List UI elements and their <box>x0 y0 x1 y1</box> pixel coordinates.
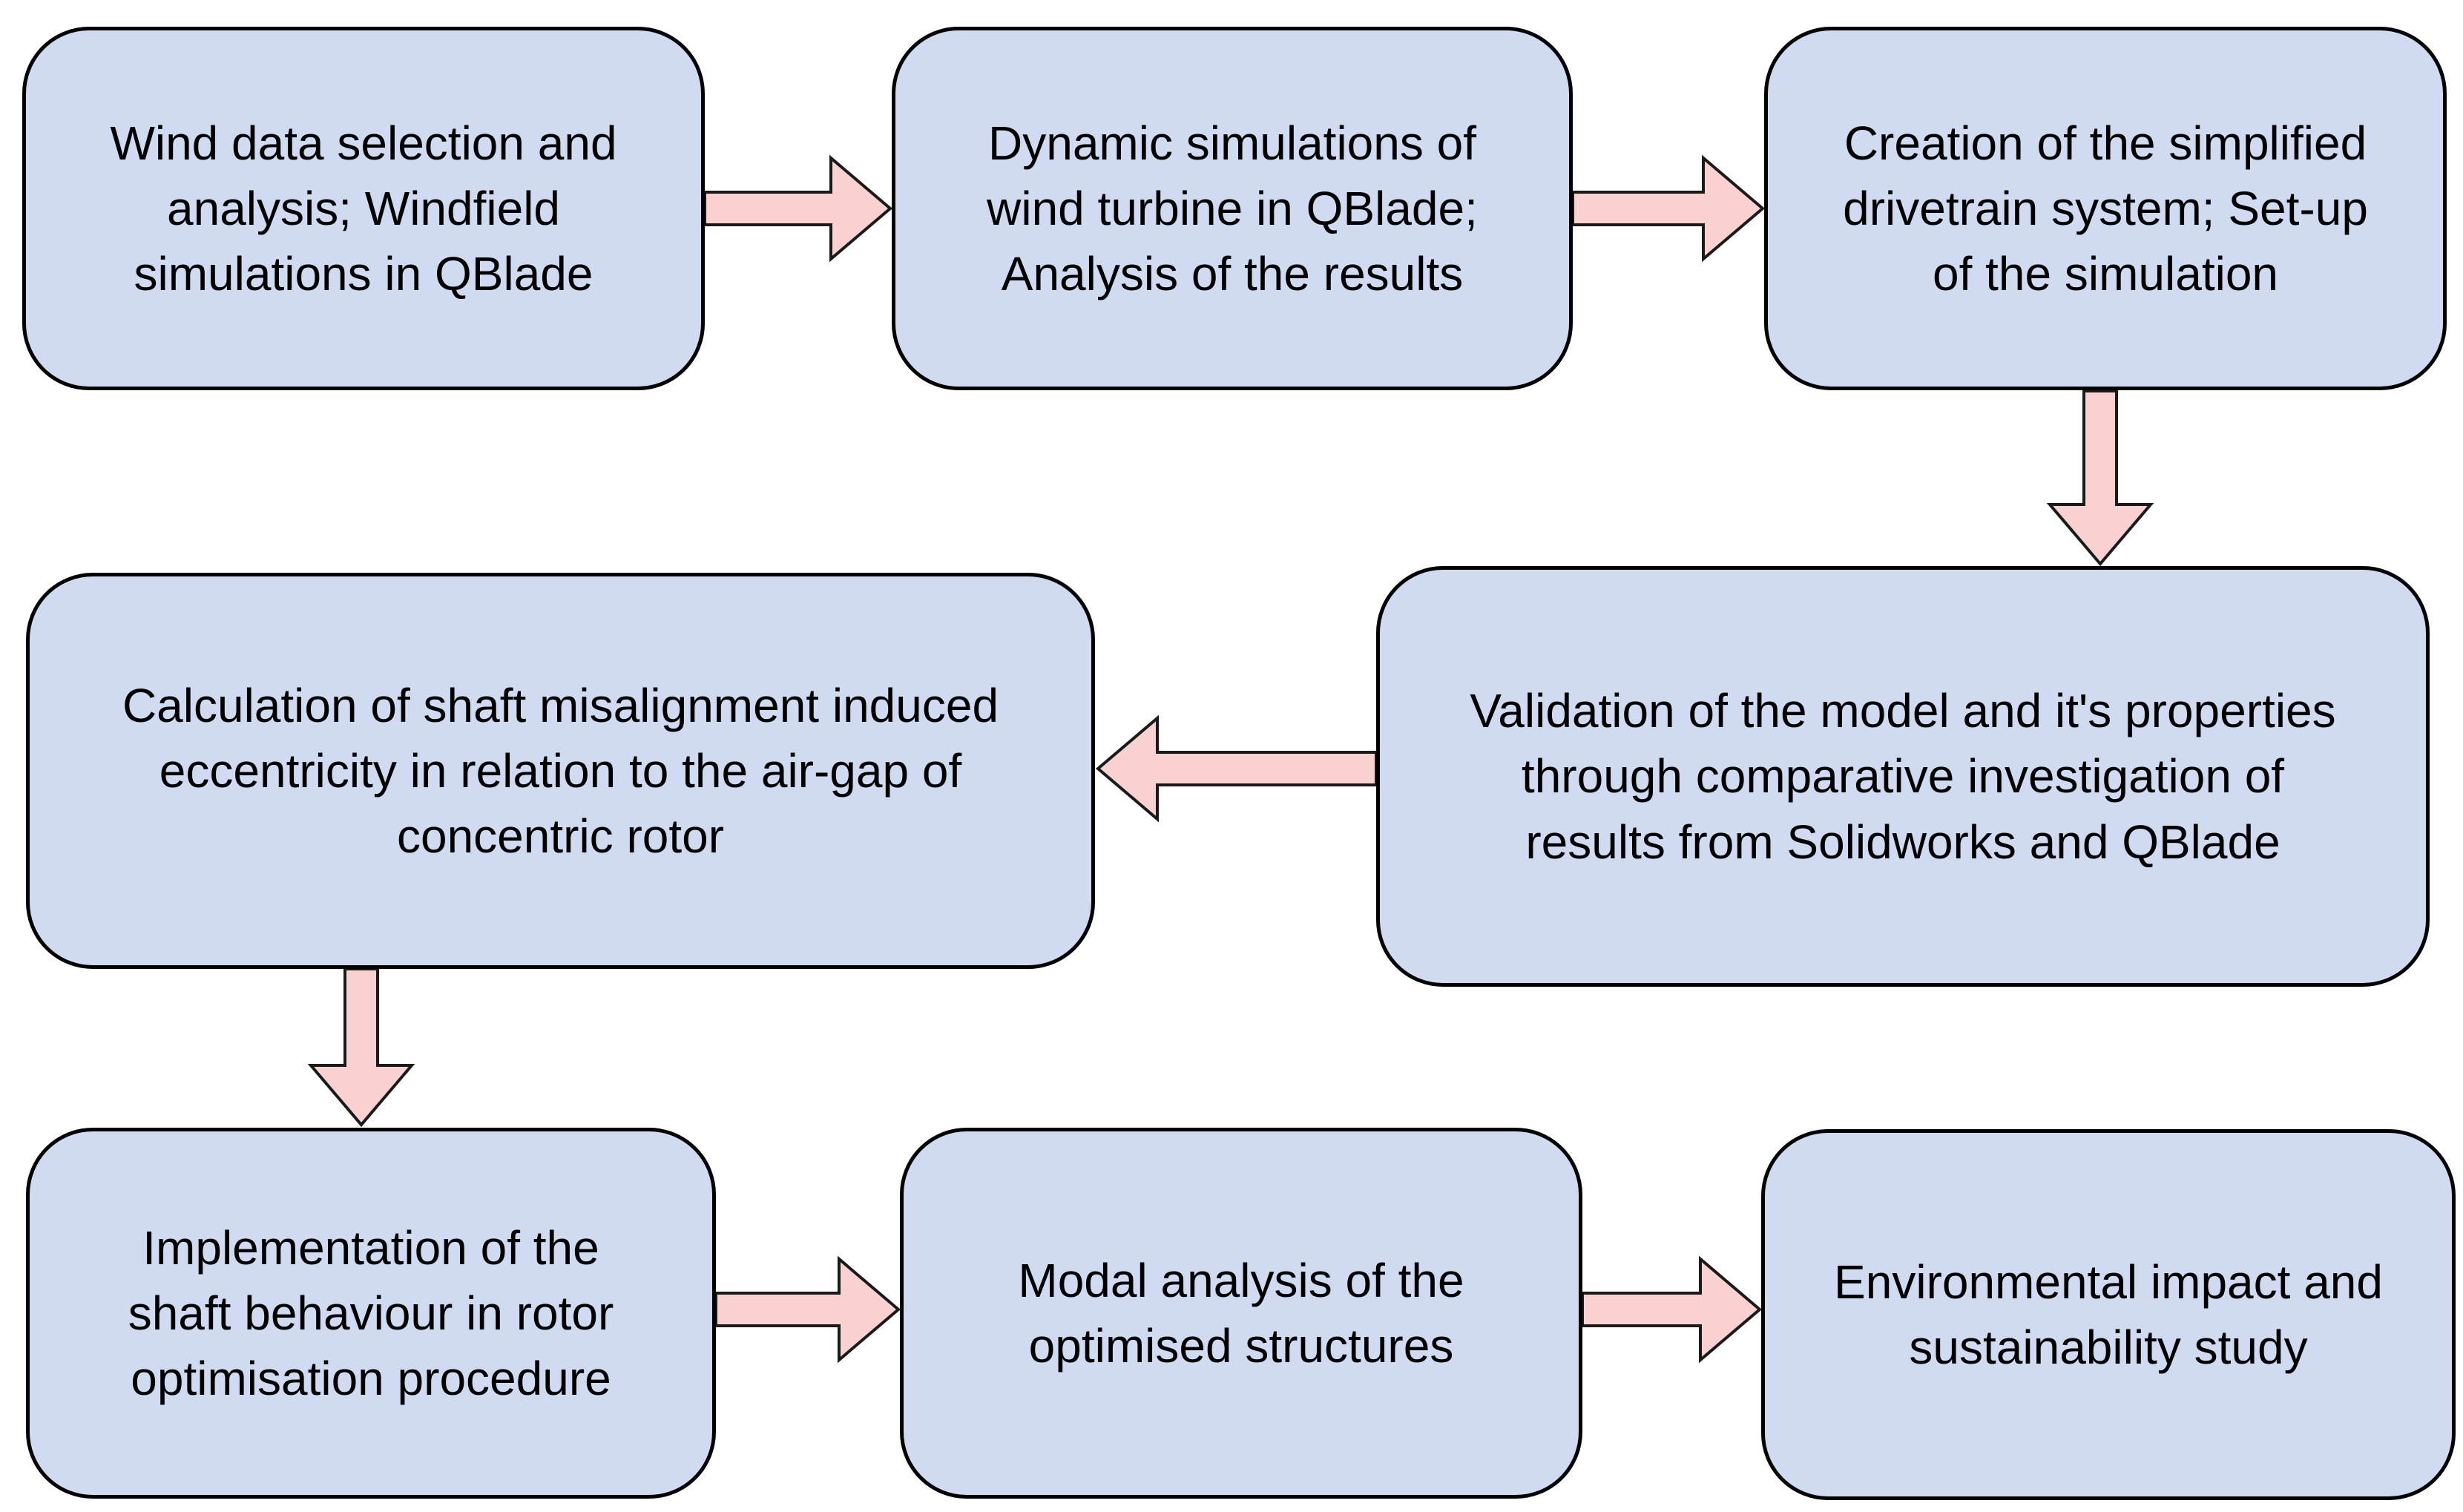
arrow-right-modal-to-environmental <box>1581 1255 1763 1364</box>
box-modal-analysis: Modal analysis of the optimised structur… <box>900 1128 1582 1499</box>
box-dynamic-simulations: Dynamic simulations of wind turbine in Q… <box>892 27 1573 390</box>
box-shaft-implementation: Implementation of the shaft behaviour in… <box>26 1128 716 1499</box>
arrow-down-calculation-to-implementation <box>307 967 415 1128</box>
box-drivetrain-creation: Creation of the simplified drivetrain sy… <box>1764 27 2447 390</box>
arrow-down-drivetrain-to-validation <box>2046 389 2154 567</box>
arrow-right-wind-to-dynamic <box>703 154 893 263</box>
arrow-left-validation-to-calculation <box>1095 714 1378 823</box>
arrow-right-implementation-to-modal <box>714 1255 901 1364</box>
box-environmental-study: Environmental impact and sustainability … <box>1761 1129 2456 1500</box>
box-eccentricity-calculation: Calculation of shaft misalignment induce… <box>26 573 1095 969</box>
box-model-validation: Validation of the model and it's propert… <box>1376 566 2430 987</box>
box-wind-data-selection: Wind data selection and analysis; Windfi… <box>22 27 705 390</box>
arrow-right-dynamic-to-drivetrain <box>1571 154 1766 263</box>
